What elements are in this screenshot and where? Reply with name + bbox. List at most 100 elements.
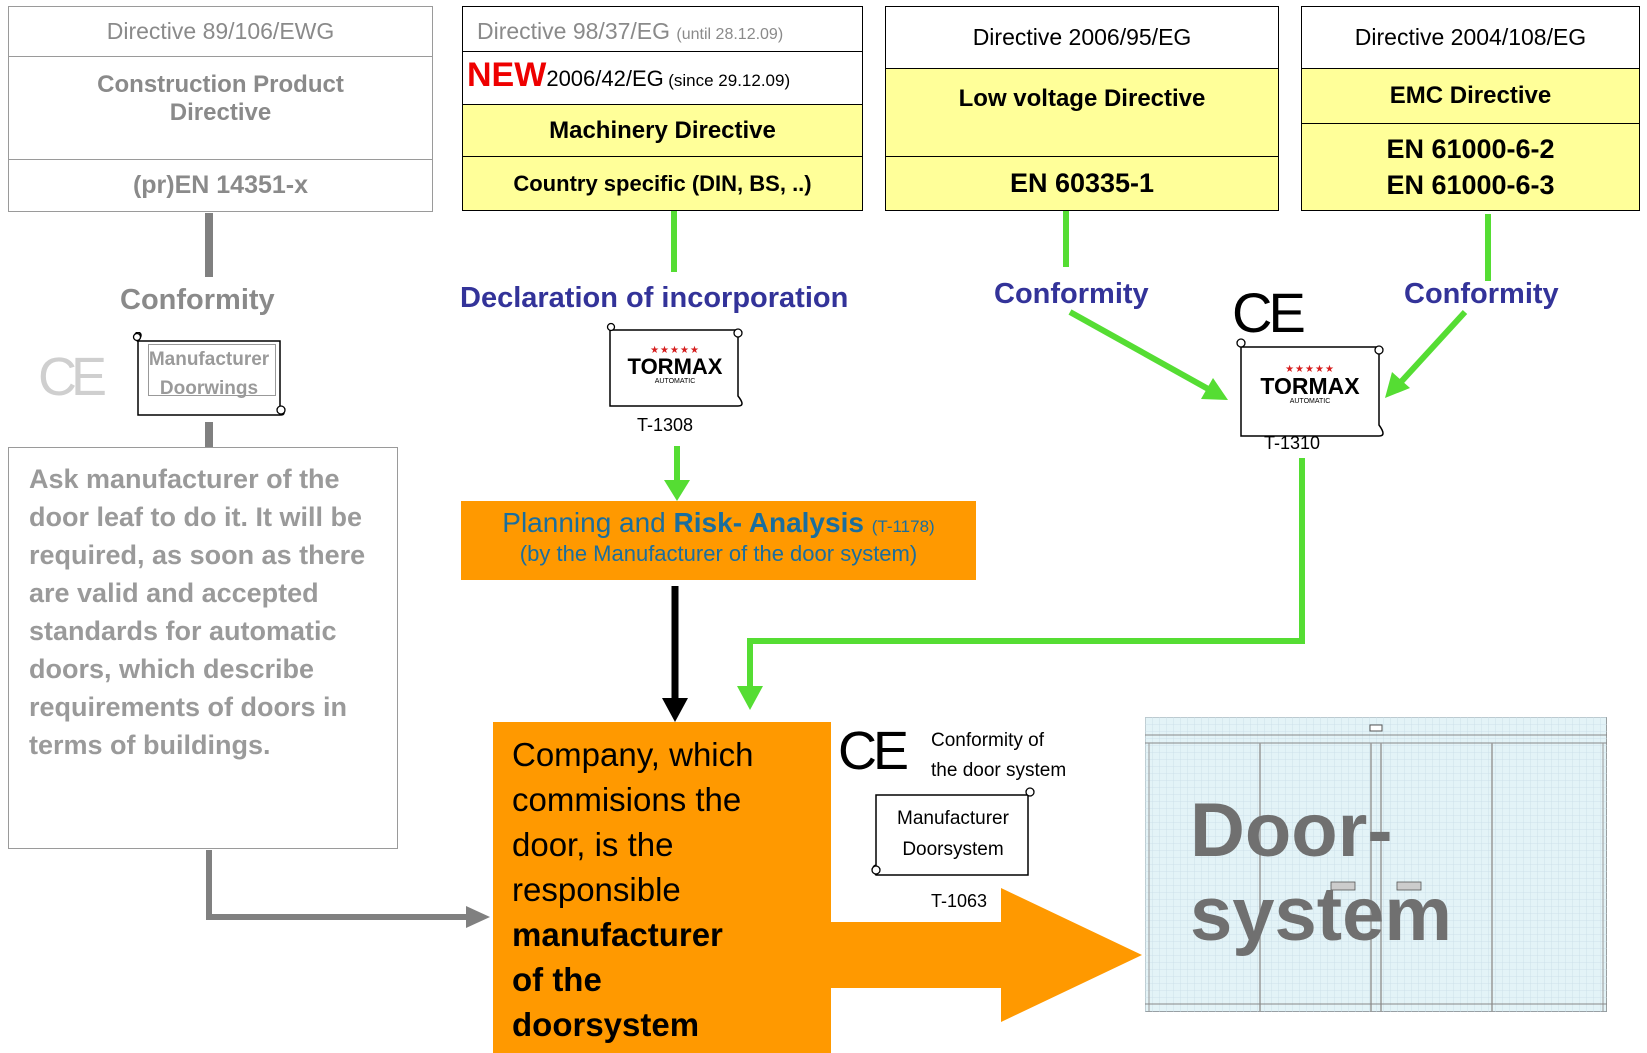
ce-mark-gray: CE: [38, 346, 107, 408]
company-line2: commisions the: [512, 781, 742, 818]
scroll-doorsystem-line2: Doorsystem: [902, 839, 1004, 860]
doorsystem-conformity-text: Conformity of the door system: [931, 726, 1066, 786]
col2-new-directive: 2006/42/EG: [546, 66, 664, 91]
col1-standard-label: (pr)EN 14351-x: [132, 171, 309, 199]
green-arrowhead-planning: [664, 480, 690, 501]
col2-since-label: (since 29.12.09): [668, 71, 791, 90]
door-label-line2: system: [1190, 872, 1452, 957]
tormax-brand-2: TORMAX: [1260, 373, 1360, 399]
t1063-code-text: T-1063: [931, 891, 988, 911]
col1-conformity-label: Conformity: [120, 284, 275, 317]
col4-directive-box: Directive 2004/108/EG EMC Directive EN 6…: [1301, 6, 1640, 211]
col1-directive-label: Directive 89/106/EWG: [106, 18, 335, 44]
company-bold1: manufacturer: [512, 916, 723, 953]
tormax-sub-2: AUTOMATIC: [1289, 398, 1331, 405]
col3-conformity-label: Conformity: [994, 278, 1149, 311]
green-arrowhead-diag-right: [1385, 372, 1410, 398]
doorsystem-conformity-line1: Conformity of: [931, 730, 1044, 751]
col4-standard-line1: EN 61000-6-2: [1386, 134, 1555, 164]
tormax-scroll-t1310: ★★★★★ TORMAX AUTOMATIC: [1233, 337, 1387, 439]
ce-mark-top: CE: [1232, 280, 1306, 345]
tormax-sub: AUTOMATIC: [654, 378, 696, 385]
green-diagonal-left: [1068, 309, 1212, 393]
green-arrowhead-diag-left: [1201, 378, 1228, 400]
col2-standard: Country specific (DIN, BS, ..): [463, 157, 862, 210]
col2-new-row: NEW2006/42/EG (since 29.12.09): [463, 52, 862, 105]
company-bold2: of the: [512, 961, 602, 998]
col2-until-label: (until 28.12.09): [676, 26, 784, 43]
col4-standard: EN 61000-6-2 EN 61000-6-3: [1302, 124, 1639, 210]
col1-name-line2: Directive: [169, 99, 272, 126]
col4-standard-line2: EN 61000-6-3: [1386, 170, 1555, 200]
col2-directive-header: Directive 98/37/EG (until 28.12.09): [463, 7, 862, 52]
green-arrowhead-company: [737, 686, 763, 710]
col2-declaration-label: Declaration of incorporation: [460, 282, 848, 315]
t1310-code: T-1310: [1264, 433, 1320, 454]
company-line3: door, is the: [512, 826, 674, 863]
t1308-code: T-1308: [637, 415, 693, 436]
col3-conformity-text: Conformity: [994, 278, 1149, 310]
col1-conformity-text: Conformity: [120, 284, 275, 316]
col1-name-line1: Construction Product: [97, 71, 344, 98]
col3-directive-name: Low voltage Directive: [886, 69, 1278, 157]
door-illustration: Door- system: [1145, 717, 1607, 1012]
col4-conformity-label: Conformity: [1404, 278, 1559, 311]
ce-mark-doorsystem-text: CE: [838, 721, 909, 781]
scroll-doorwings-line1: Manufacturer: [148, 349, 270, 370]
tormax-stars-2: ★★★★★: [1285, 364, 1335, 375]
col2-standard-label: Country specific (DIN, BS, ..): [513, 170, 812, 196]
orange-big-arrow: [830, 888, 1142, 1022]
col2-directive-name: Machinery Directive: [463, 105, 862, 157]
col1-directive-header: Directive 89/106/EWG: [9, 7, 432, 57]
company-bold3: doorsystem: [512, 1006, 700, 1043]
t1310-code-text: T-1310: [1264, 433, 1321, 453]
ce-mark-doorsystem: CE: [838, 720, 909, 782]
col4-directive-label: Directive 2004/108/EG: [1354, 24, 1587, 50]
tormax-scroll-t1308: ★★★★★ TORMAX AUTOMATIC: [604, 322, 746, 408]
col1-standard: (pr)EN 14351-x: [9, 160, 432, 211]
col4-name-label: EMC Directive: [1389, 82, 1552, 109]
planning-code: (T-1178): [871, 517, 935, 536]
planning-line2: (by the Manufacturer of the door system): [519, 541, 918, 566]
door-label: Door- system: [1190, 789, 1452, 957]
col3-name-label: Low voltage Directive: [958, 85, 1206, 112]
col3-directive-label: Directive 2006/95/EG: [972, 24, 1192, 50]
ce-mark-gray-text: CE: [38, 347, 107, 407]
planning-prefix: Planning and: [502, 507, 674, 538]
planning-risk-analysis: Risk- Analysis: [673, 507, 864, 538]
col3-directive-header: Directive 2006/95/EG: [886, 7, 1278, 69]
scroll-doorsystem-line1: Manufacturer: [897, 808, 1009, 829]
col2-new-badge: NEW: [467, 56, 547, 94]
black-arrowhead: [662, 698, 688, 722]
col4-conformity-text: Conformity: [1404, 278, 1559, 310]
scroll-manufacturer-doorwings: Manufacturer Doorwings: [130, 332, 288, 417]
green-elbow-t1310: [747, 458, 1305, 688]
col1-directive-name: Construction Product Directive: [9, 57, 432, 160]
col3-standard: EN 60335-1: [886, 157, 1278, 210]
ce-mark-top-text: CE: [1232, 281, 1306, 344]
col1-directive-box: Directive 89/106/EWG Construction Produc…: [8, 6, 433, 212]
col1-ask-text: Ask manufacturer of the door leaf to do …: [29, 464, 366, 760]
tormax-brand: TORMAX: [627, 354, 723, 379]
company-line4: responsible: [512, 871, 681, 908]
planning-box: Planning and Risk- Analysis (T-1178) (by…: [461, 501, 976, 580]
gray-elbow-arrow: [206, 850, 468, 920]
company-line1: Company, which: [512, 736, 754, 773]
tormax-stars: ★★★★★: [650, 345, 700, 356]
t1308-code-text: T-1308: [637, 415, 694, 435]
col3-directive-box: Directive 2006/95/EG Low voltage Directi…: [885, 6, 1279, 211]
col4-directive-header: Directive 2004/108/EG: [1302, 7, 1639, 69]
company-box: Company, which commisions the door, is t…: [493, 722, 831, 1053]
scroll-doorwings-line2: Doorwings: [159, 378, 259, 399]
t1063-code: T-1063: [931, 891, 987, 912]
col2-directive-box: Directive 98/37/EG (until 28.12.09) NEW2…: [462, 6, 863, 211]
col2-name-label: Machinery Directive: [549, 116, 776, 144]
col4-directive-name: EMC Directive: [1302, 69, 1639, 124]
door-label-line1: Door-: [1190, 788, 1393, 873]
col1-ask-box: Ask manufacturer of the door leaf to do …: [8, 447, 398, 849]
doorsystem-conformity-line2: the door system: [931, 760, 1067, 781]
col2-declaration-text: Declaration of incorporation: [460, 282, 849, 314]
col3-standard-label: EN 60335-1: [1009, 168, 1155, 198]
green-diagonal-right: [1397, 309, 1468, 386]
